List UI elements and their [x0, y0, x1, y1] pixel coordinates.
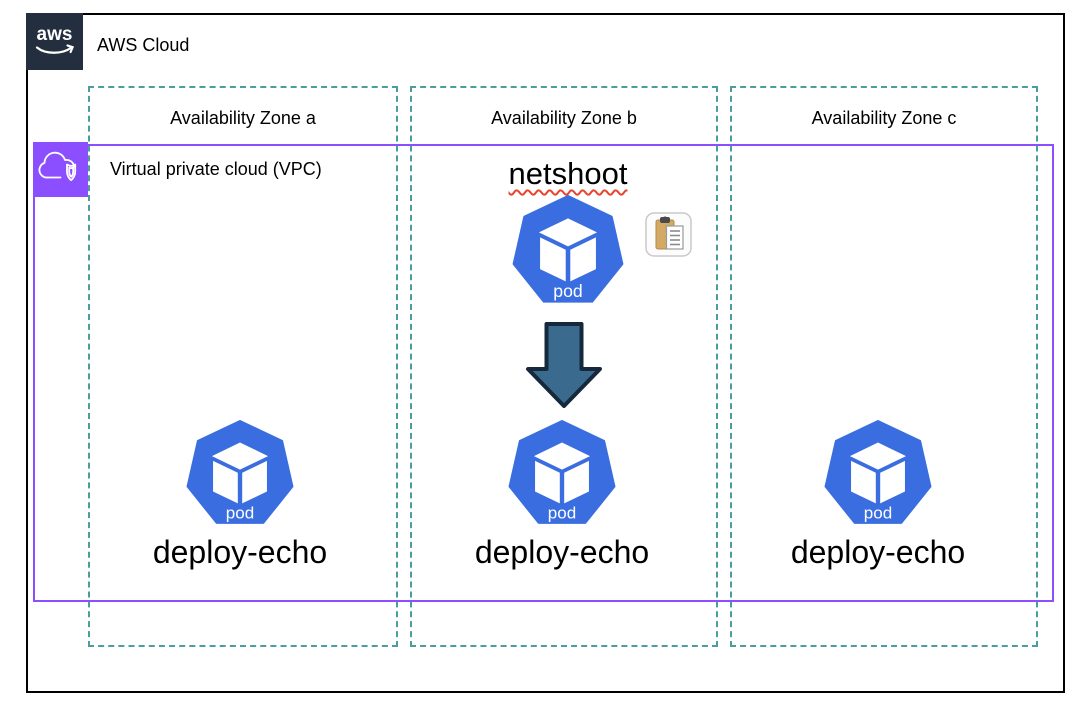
deploy-echo-pod-node-zone-a[interactable]: pod deploy-echo	[130, 420, 350, 571]
availability-zone-a[interactable]: Availability Zone a	[88, 86, 398, 647]
availability-zone-c[interactable]: Availability Zone c	[730, 86, 1038, 647]
pod-icon: pod	[824, 420, 932, 524]
pod-badge-label: pod	[226, 503, 254, 522]
deploy-echo-label: deploy-echo	[152, 534, 328, 570]
aws-cloud-container[interactable]	[26, 13, 1065, 693]
netshoot-label: netshoot	[508, 156, 628, 191]
pod-icon: pod	[186, 420, 294, 524]
pod-icon: pod	[512, 195, 624, 303]
availability-zone-a-label: Availability Zone a	[170, 108, 316, 128]
aws-cloud-label: AWS Cloud	[97, 35, 190, 55]
aws-logo-text: aws	[37, 24, 73, 45]
aws-logo-icon: aws	[26, 13, 83, 70]
deploy-echo-label: deploy-echo	[474, 534, 650, 570]
pod-icon: pod	[508, 420, 616, 524]
deploy-echo-pod-node-zone-b[interactable]: pod deploy-echo	[452, 420, 672, 571]
availability-zone-c-label: Availability Zone c	[811, 108, 957, 128]
availability-zone-b-label: Availability Zone b	[491, 108, 637, 128]
netshoot-pod-node[interactable]: netshoot pod	[448, 156, 688, 309]
clipboard-icon[interactable]	[645, 212, 692, 257]
deploy-echo-pod-node-zone-c[interactable]: pod deploy-echo	[768, 420, 988, 571]
pod-badge-label: pod	[548, 503, 576, 522]
pod-badge-label: pod	[553, 281, 582, 301]
vpc-icon	[33, 142, 88, 197]
vpc-container[interactable]	[33, 144, 1054, 602]
availability-zone-b[interactable]: Availability Zone b	[410, 86, 718, 647]
deploy-echo-label: deploy-echo	[790, 534, 966, 570]
pod-badge-label: pod	[864, 503, 892, 522]
vpc-label: Virtual private cloud (VPC)	[110, 159, 322, 179]
flow-arrow-down[interactable]	[525, 322, 603, 408]
